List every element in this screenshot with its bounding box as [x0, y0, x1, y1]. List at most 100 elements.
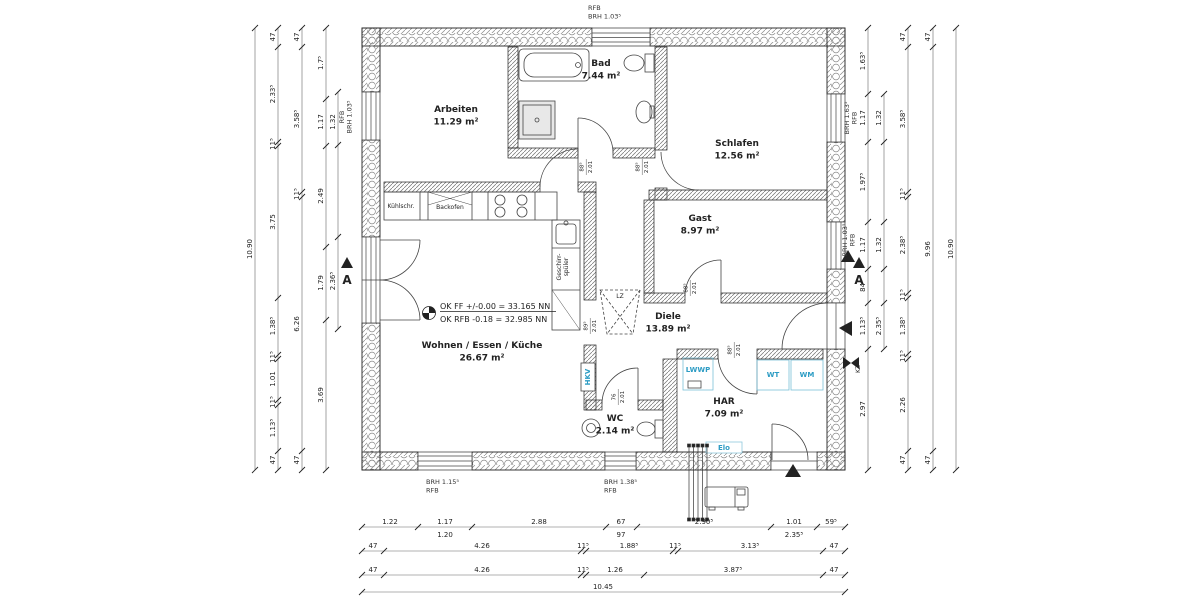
wall-bad-schlafen: [654, 46, 668, 151]
dim-label: 1.79: [317, 275, 325, 291]
dim-label: 1.38⁵: [269, 317, 277, 336]
room-name: Bad: [591, 59, 610, 69]
dim-label: 1.38⁵: [899, 317, 907, 336]
door-dim-width: 88⁵: [635, 162, 642, 171]
room-name: HAR: [713, 397, 734, 407]
dim-line: [298, 447, 306, 455]
dim-line: [274, 396, 282, 404]
dim-line: [880, 345, 888, 353]
wc-basin: [581, 418, 601, 438]
dim-label: 4.26: [474, 566, 490, 574]
kz-valve-symbol: [843, 357, 859, 369]
window-note: BRH 1.03⁵: [588, 13, 621, 21]
dim-line: [904, 350, 912, 358]
dim-label: 47: [293, 33, 301, 42]
dim-line: [813, 523, 821, 531]
dim-line: [577, 571, 585, 579]
dim-line: [322, 142, 330, 150]
window-note: BRH 1.38⁵: [604, 478, 637, 486]
dim-line: [880, 138, 888, 146]
wall-gast-bottom-a: [643, 292, 686, 304]
dim-label: 1.01: [786, 518, 802, 526]
dim-label: 47: [899, 33, 907, 42]
section-arrow-left: [341, 257, 353, 268]
dim-label: 9.96: [924, 241, 932, 257]
dim-label: 1.17: [437, 518, 453, 526]
kitchen-label: Geschirr-: [556, 254, 563, 281]
wall-arbeiten-wohnen-b: [577, 181, 597, 193]
entrance-marker-bottom: [785, 464, 801, 477]
dim-line: [841, 588, 849, 596]
section-marker-letter: A: [342, 273, 352, 287]
wall-diele-left-a: [583, 191, 597, 301]
dim-line: [298, 43, 306, 51]
dim-label: 3.69: [317, 387, 325, 403]
dim-label: 1.97⁵: [859, 173, 867, 192]
dim-line: [864, 466, 872, 474]
wall-arbeiten-wohnen-a: [383, 181, 541, 193]
window-right-schlafen: [826, 93, 846, 143]
dim-line: [274, 294, 282, 302]
entrance-door-right: [826, 302, 846, 350]
dim-sublabel: 1.20: [437, 531, 453, 539]
markers: [341, 250, 865, 477]
dim-line: [640, 571, 648, 579]
dim-label: 11⁵: [269, 138, 277, 150]
dim-label: 47: [369, 542, 378, 550]
dryer-box: [756, 359, 790, 391]
room-area: 11.29 m²: [434, 118, 479, 128]
dim-label: 1.32: [875, 110, 883, 126]
dim-line: [904, 447, 912, 455]
window-note: BRH 1.03⁵: [841, 223, 849, 256]
room-name: Schlafen: [715, 139, 759, 149]
wall-wc-har: [662, 358, 678, 453]
door-bad: [577, 117, 614, 154]
dim-line: [880, 265, 888, 273]
equipment-label: LWWP: [686, 366, 711, 374]
dim-line: [380, 571, 388, 579]
dim-line: [298, 188, 306, 196]
dim-label: 1.01: [269, 371, 277, 387]
equipment-label: Elo: [718, 444, 730, 452]
door-entrance: [781, 302, 829, 350]
dim-line: [767, 523, 775, 531]
wall-wc-top-b: [637, 399, 664, 411]
stove: [494, 194, 528, 218]
dim-label: 1.7⁵: [317, 56, 325, 70]
door-bottom-har: [770, 451, 818, 471]
dim-label: 47: [924, 456, 932, 465]
dim-line: [841, 571, 849, 579]
window-top-bad: [591, 27, 651, 47]
kitchen-label: Backofen: [436, 204, 464, 211]
dim-line: [468, 523, 476, 531]
dim-line: [904, 43, 912, 51]
dim-line: [322, 243, 330, 251]
dim-label: 2.36⁵: [329, 272, 337, 291]
dim-label: 1.17: [859, 110, 867, 126]
dim-label: 2.35⁵: [875, 317, 883, 336]
washbasin-bad: [635, 100, 655, 124]
dim-label: 3.87⁵: [724, 566, 743, 574]
window-right-gast: [826, 221, 846, 270]
door-schlafen: [660, 151, 700, 191]
dim-line: [674, 547, 682, 555]
dim-line: [669, 547, 677, 555]
dim-line: [864, 345, 872, 353]
dim-line: [929, 466, 937, 474]
dim-line: [274, 447, 282, 455]
wc-toilet: [636, 419, 664, 439]
section-marker-letter: A: [854, 273, 864, 287]
dim-line: [864, 218, 872, 226]
room-label: WC2.14 m²: [596, 414, 635, 437]
door-gast: [684, 259, 722, 297]
dim-label: 47: [269, 33, 277, 42]
dim-line: [864, 138, 872, 146]
dim-chain: 1.322.36⁵: [329, 88, 342, 333]
dim-chain: 1.321.322.35⁵: [875, 90, 888, 353]
